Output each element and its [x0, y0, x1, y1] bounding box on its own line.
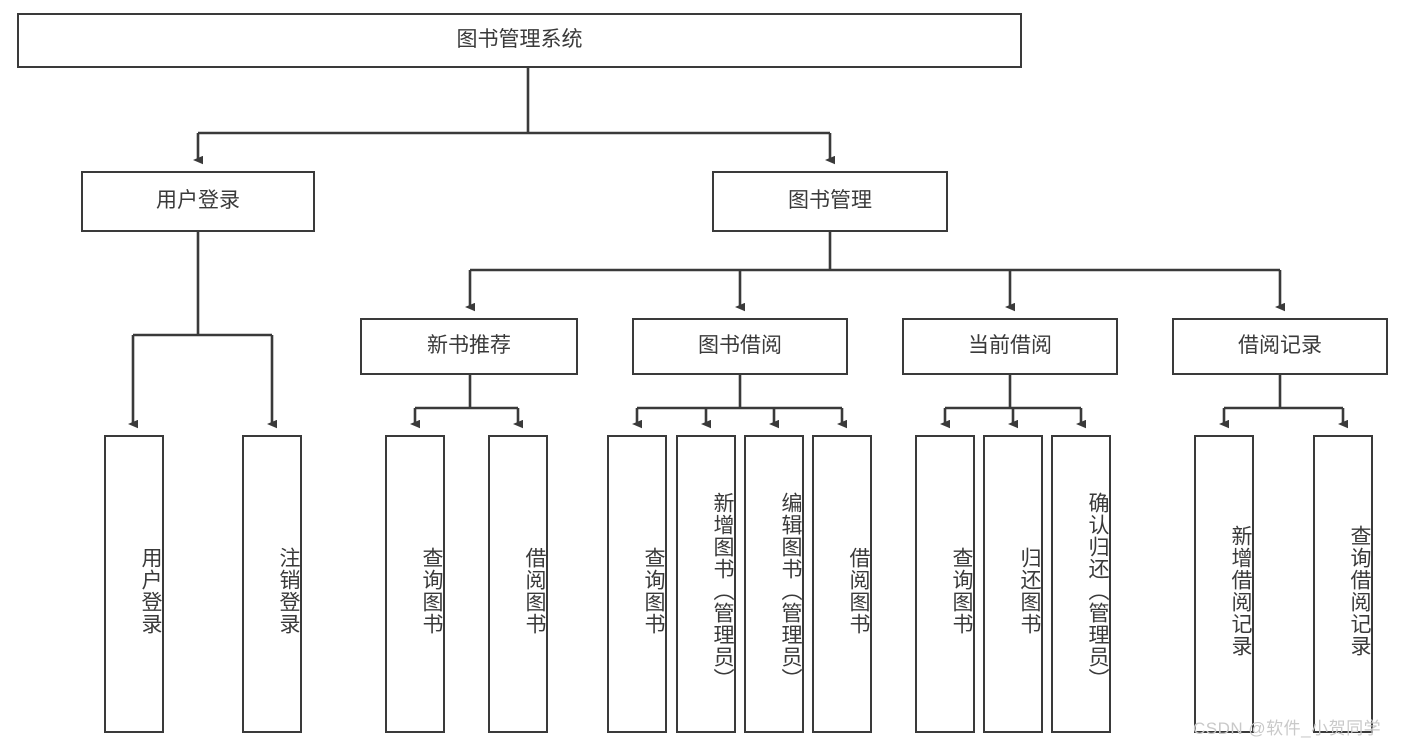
leaf-query-book-borrow[interactable]: 查询图书 [607, 435, 667, 733]
leaf-add-book-admin[interactable]: 新增图书（管理员） [676, 435, 736, 733]
node-book-management[interactable]: 图书管理 [712, 171, 948, 232]
leaf-add-borrow-record[interactable]: 新增借阅记录 [1194, 435, 1254, 733]
leaf-borrow-book-rec[interactable]: 借阅图书 [488, 435, 548, 733]
leaf-return-book[interactable]: 归还图书 [983, 435, 1043, 733]
leaf-confirm-return-admin[interactable]: 确认归还（管理员） [1051, 435, 1111, 733]
node-root-system[interactable]: 图书管理系统 [17, 13, 1022, 68]
leaf-borrow-book-action[interactable]: 借阅图书 [812, 435, 872, 733]
node-current-borrow[interactable]: 当前借阅 [902, 318, 1118, 375]
leaf-edit-book-admin[interactable]: 编辑图书（管理员） [744, 435, 804, 733]
leaf-query-book-current[interactable]: 查询图书 [915, 435, 975, 733]
node-book-borrow[interactable]: 图书借阅 [632, 318, 848, 375]
node-user-login[interactable]: 用户登录 [81, 171, 315, 232]
leaf-user-login-action[interactable]: 用户登录 [104, 435, 164, 733]
leaf-logout-action[interactable]: 注销登录 [242, 435, 302, 733]
leaf-query-book-rec[interactable]: 查询图书 [385, 435, 445, 733]
leaf-query-borrow-record[interactable]: 查询借阅记录 [1313, 435, 1373, 733]
node-borrow-record[interactable]: 借阅记录 [1172, 318, 1388, 375]
node-new-book-recommend[interactable]: 新书推荐 [360, 318, 578, 375]
